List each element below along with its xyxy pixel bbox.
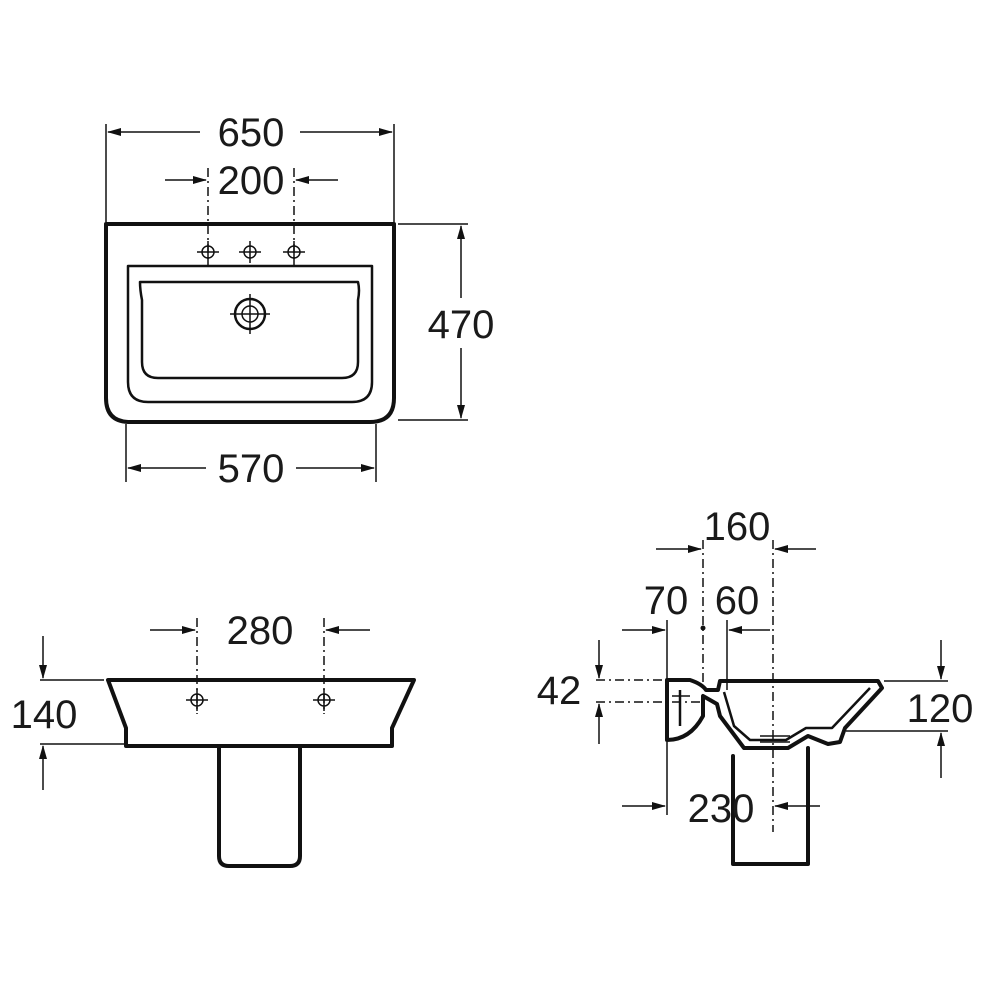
dim-70-label: 70 [644, 579, 689, 623]
tap-hole-icon [238, 240, 262, 264]
dim-60-label: 60 [715, 579, 760, 623]
dim-200-label: 200 [218, 159, 285, 203]
basin-bowl [138, 280, 361, 380]
dim-120-label: 120 [907, 687, 974, 731]
dim-160-label: 160 [704, 505, 771, 549]
front-view: 280 140 [11, 609, 416, 868]
basin-front-outline [106, 678, 416, 748]
dim-470-label: 470 [428, 303, 495, 347]
basin-inner-rim [126, 264, 374, 404]
dim-140-label: 140 [11, 693, 78, 737]
side-view: 160 70 60 42 120 230 [537, 505, 974, 866]
drain-icon [230, 294, 270, 334]
top-view: 650 200 470 570 [104, 111, 495, 491]
basin-bowl-section [722, 687, 871, 742]
basin-top-outline [104, 222, 396, 424]
basin-side-section [665, 678, 884, 750]
dim-650-label: 650 [218, 111, 285, 155]
dim-570-label: 570 [218, 447, 285, 491]
dim-230-label: 230 [688, 787, 755, 831]
dim-280-label: 280 [227, 609, 294, 653]
pedestal-front-outline [217, 744, 302, 868]
dim-42-label: 42 [537, 669, 582, 713]
